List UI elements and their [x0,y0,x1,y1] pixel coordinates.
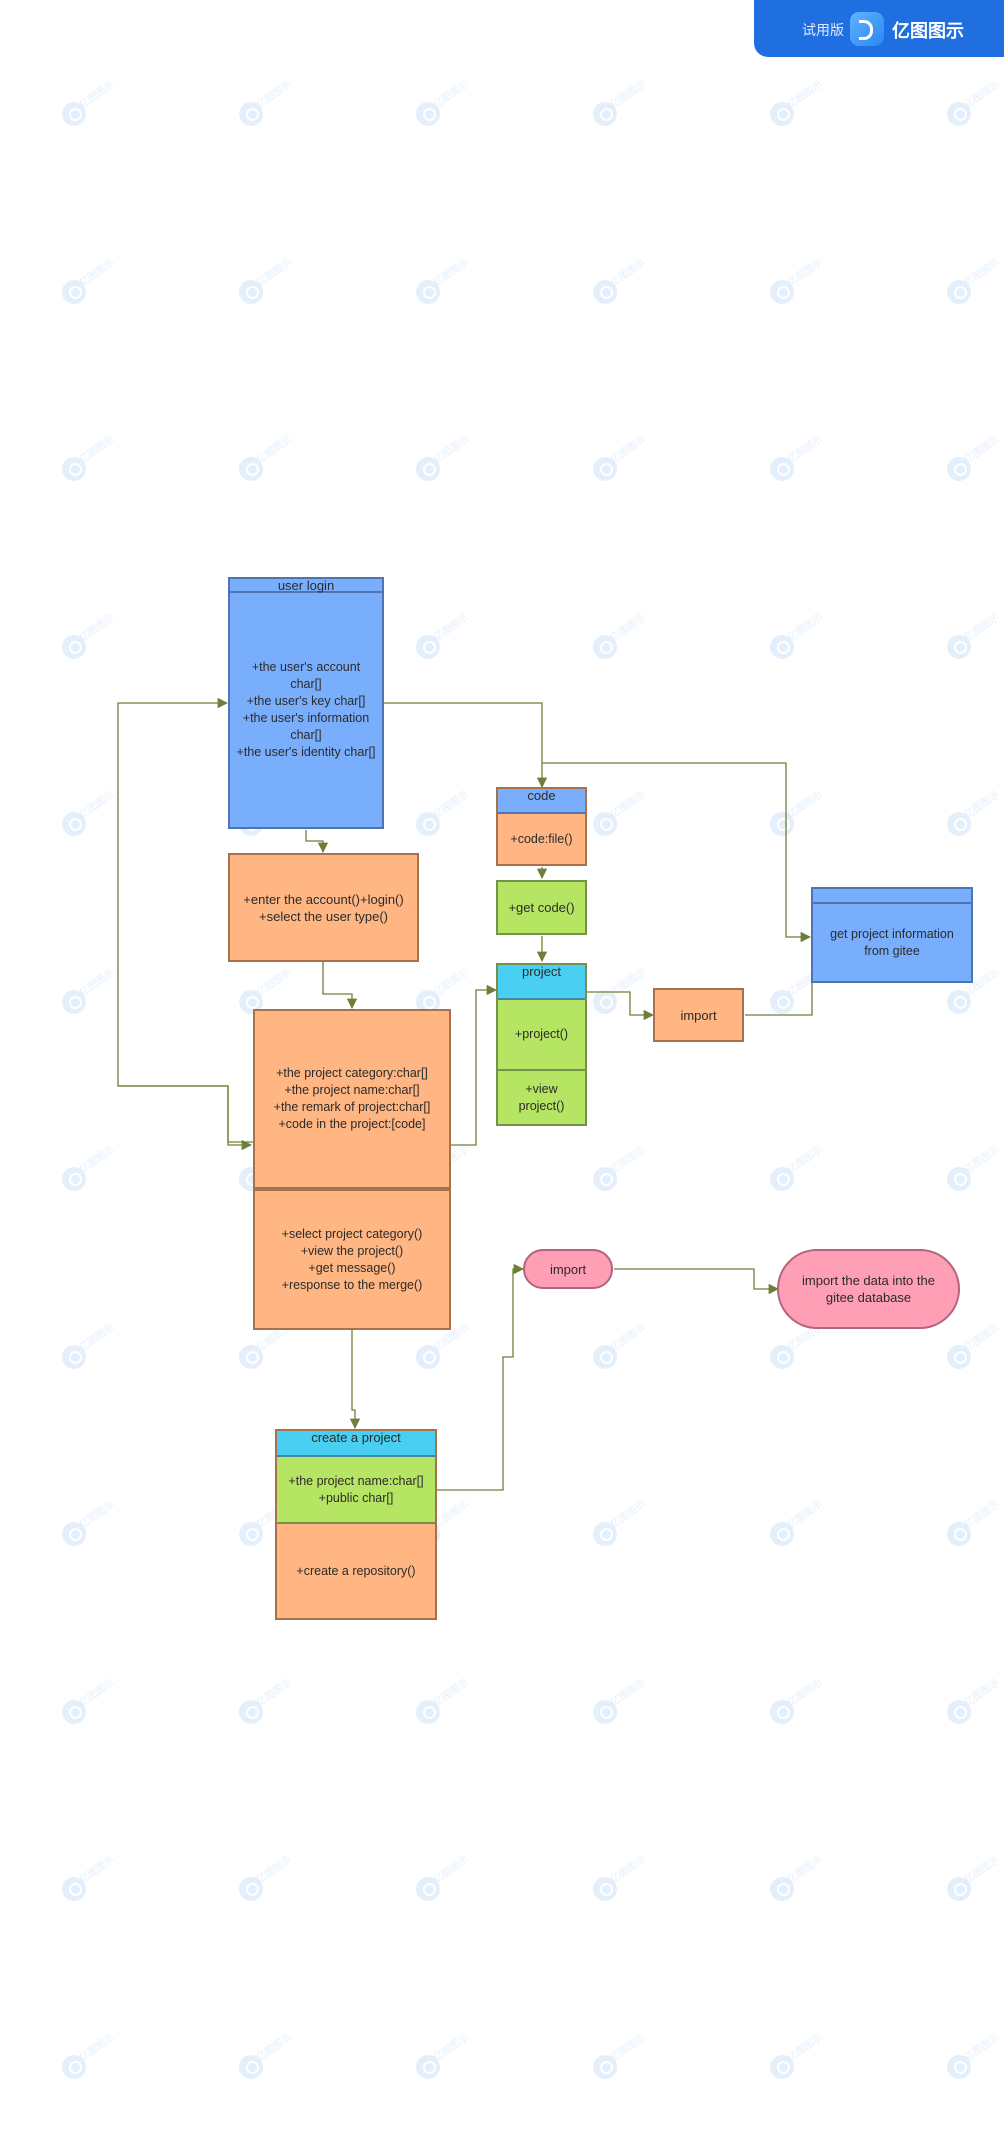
project-info-class[interactable]: +the project category:char[] +the projec… [253,1009,451,1330]
connector-projectinfo-to-project [451,984,498,1146]
code-class[interactable]: code +code:file() [496,787,587,866]
connector-project-to-import [587,991,655,1021]
project-class[interactable]: project +project() +view project() [496,963,587,1126]
trial-label: 试用版 [802,22,844,38]
create-project-method: +create a repository() [296,1563,416,1578]
user-login-title: user login [230,579,382,593]
project-info-attributes: +the project category:char[] +the projec… [255,1011,449,1191]
gitee-info-text: get project information from gitee [830,926,954,958]
connector-ops-to-projectinfo [322,962,358,1010]
code-method: +code:file() [510,831,573,846]
brand-name: 亿图图示 [892,21,964,41]
connector-create-to-importpill [437,1263,525,1491]
code-title: code [498,789,585,814]
get-code[interactable]: +get code() [496,880,587,935]
login-operations[interactable]: +enter the account()+login() +select the… [228,853,419,962]
import-data-terminal[interactable]: import the data into the gitee database [777,1249,960,1329]
trial-banner[interactable]: 试用版 亿图图示 [754,0,1004,57]
connector-code-to-gitee [542,762,812,943]
connector-login-to-code [384,702,548,789]
project-title: project [498,965,585,1000]
import-pill[interactable]: import [523,1249,613,1289]
import-box[interactable]: import [653,988,744,1042]
gitee-info-class[interactable]: get project information from gitee [811,887,973,983]
connector-importpill-to-db [614,1268,780,1295]
connector-projectinfo-to-create [349,1330,361,1430]
connector-login-to-ops [305,830,329,854]
create-project-class[interactable]: create a project +the project name:char[… [275,1429,437,1620]
create-project-title: create a project [277,1431,435,1457]
connector-loop-to-projectinfo [118,1085,253,1151]
connector-import-to-gitee [745,983,813,1016]
user-login-class[interactable]: user login +the user's account char[] +t… [228,577,384,829]
project-info-methods: +select project category() +view the pro… [281,1226,423,1292]
project-method-1: +project() [498,1000,585,1071]
project-method-2: +view project() [518,1081,565,1113]
create-project-attributes: +the project name:char[] +public char[] [277,1457,435,1524]
gitee-info-header [813,889,971,904]
edraw-logo-icon [850,12,884,46]
user-login-attributes: +the user's account char[] +the user's k… [236,660,376,759]
